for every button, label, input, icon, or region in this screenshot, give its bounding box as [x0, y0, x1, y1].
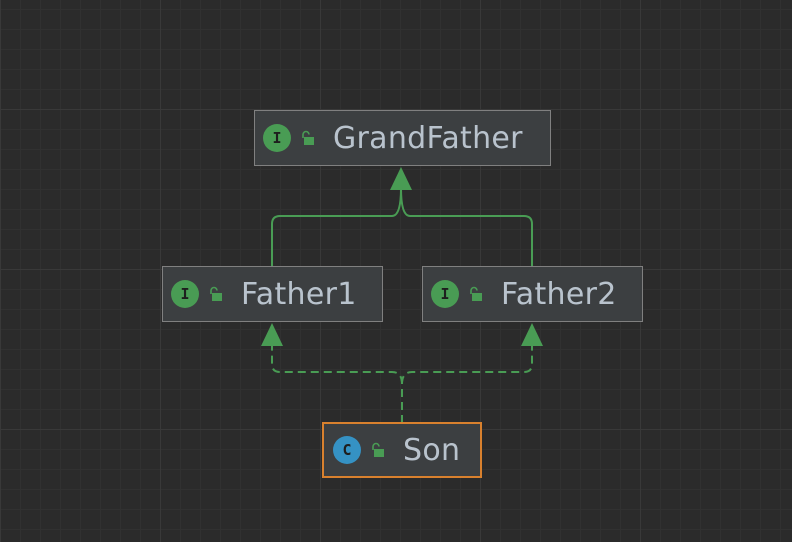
- arrowhead-grandfather: [390, 167, 412, 190]
- node-label: Father1: [241, 276, 357, 312]
- node-father2[interactable]: I Father2: [422, 266, 643, 322]
- node-father1[interactable]: I Father1: [162, 266, 383, 322]
- node-label: Father2: [501, 276, 617, 312]
- arrowhead-father2: [521, 323, 543, 346]
- edge-father2-to-grandfather[interactable]: [400, 187, 533, 267]
- node-son[interactable]: C Son: [322, 422, 482, 478]
- unlocked-padlock-icon: [207, 286, 223, 302]
- class-icon: C: [333, 436, 361, 464]
- edge-son-to-father2[interactable]: [401, 344, 533, 423]
- node-grandfather[interactable]: I GrandFather: [254, 110, 551, 166]
- interface-icon: I: [431, 280, 459, 308]
- edge-father1-to-grandfather[interactable]: [271, 187, 402, 267]
- node-label: Son: [403, 432, 461, 468]
- unlocked-padlock-icon: [467, 286, 483, 302]
- interface-icon: I: [171, 280, 199, 308]
- arrowhead-father1: [261, 323, 283, 346]
- interface-icon: I: [263, 124, 291, 152]
- unlocked-padlock-icon: [299, 130, 315, 146]
- edge-son-to-father1[interactable]: [271, 344, 403, 423]
- unlocked-padlock-icon: [369, 442, 385, 458]
- node-label: GrandFather: [333, 120, 523, 156]
